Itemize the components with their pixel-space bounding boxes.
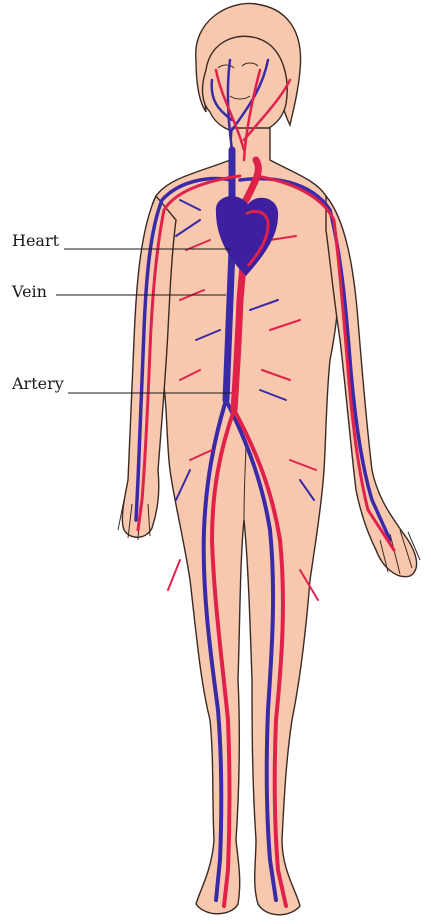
vein-label: Vein [12, 282, 47, 301]
leader-lines [56, 248, 232, 394]
heart-organ [215, 196, 279, 276]
hand-left [117, 499, 151, 541]
vein-subclavian-left [134, 176, 234, 522]
artery-head [214, 68, 292, 162]
head [201, 35, 288, 135]
artery-arm-left [136, 174, 242, 532]
vein-subclavian-right [238, 176, 392, 542]
artery-arm-right [254, 174, 396, 552]
veins [134, 58, 392, 902]
vein-leg-right [224, 398, 278, 902]
vein-leg-left [201, 398, 228, 902]
face-features [217, 62, 259, 100]
heart-highlight [245, 209, 270, 267]
artery-label: Artery [12, 374, 64, 393]
hand-right [379, 529, 421, 575]
artery-leg-right [232, 408, 288, 908]
heart-label: Heart [12, 231, 60, 250]
vein-branches [175, 199, 315, 501]
artery-leg-left [209, 408, 236, 908]
arm-right [325, 194, 418, 578]
arteries [136, 68, 396, 908]
heart-shape [215, 196, 279, 276]
body-silhouette [117, 2, 421, 916]
